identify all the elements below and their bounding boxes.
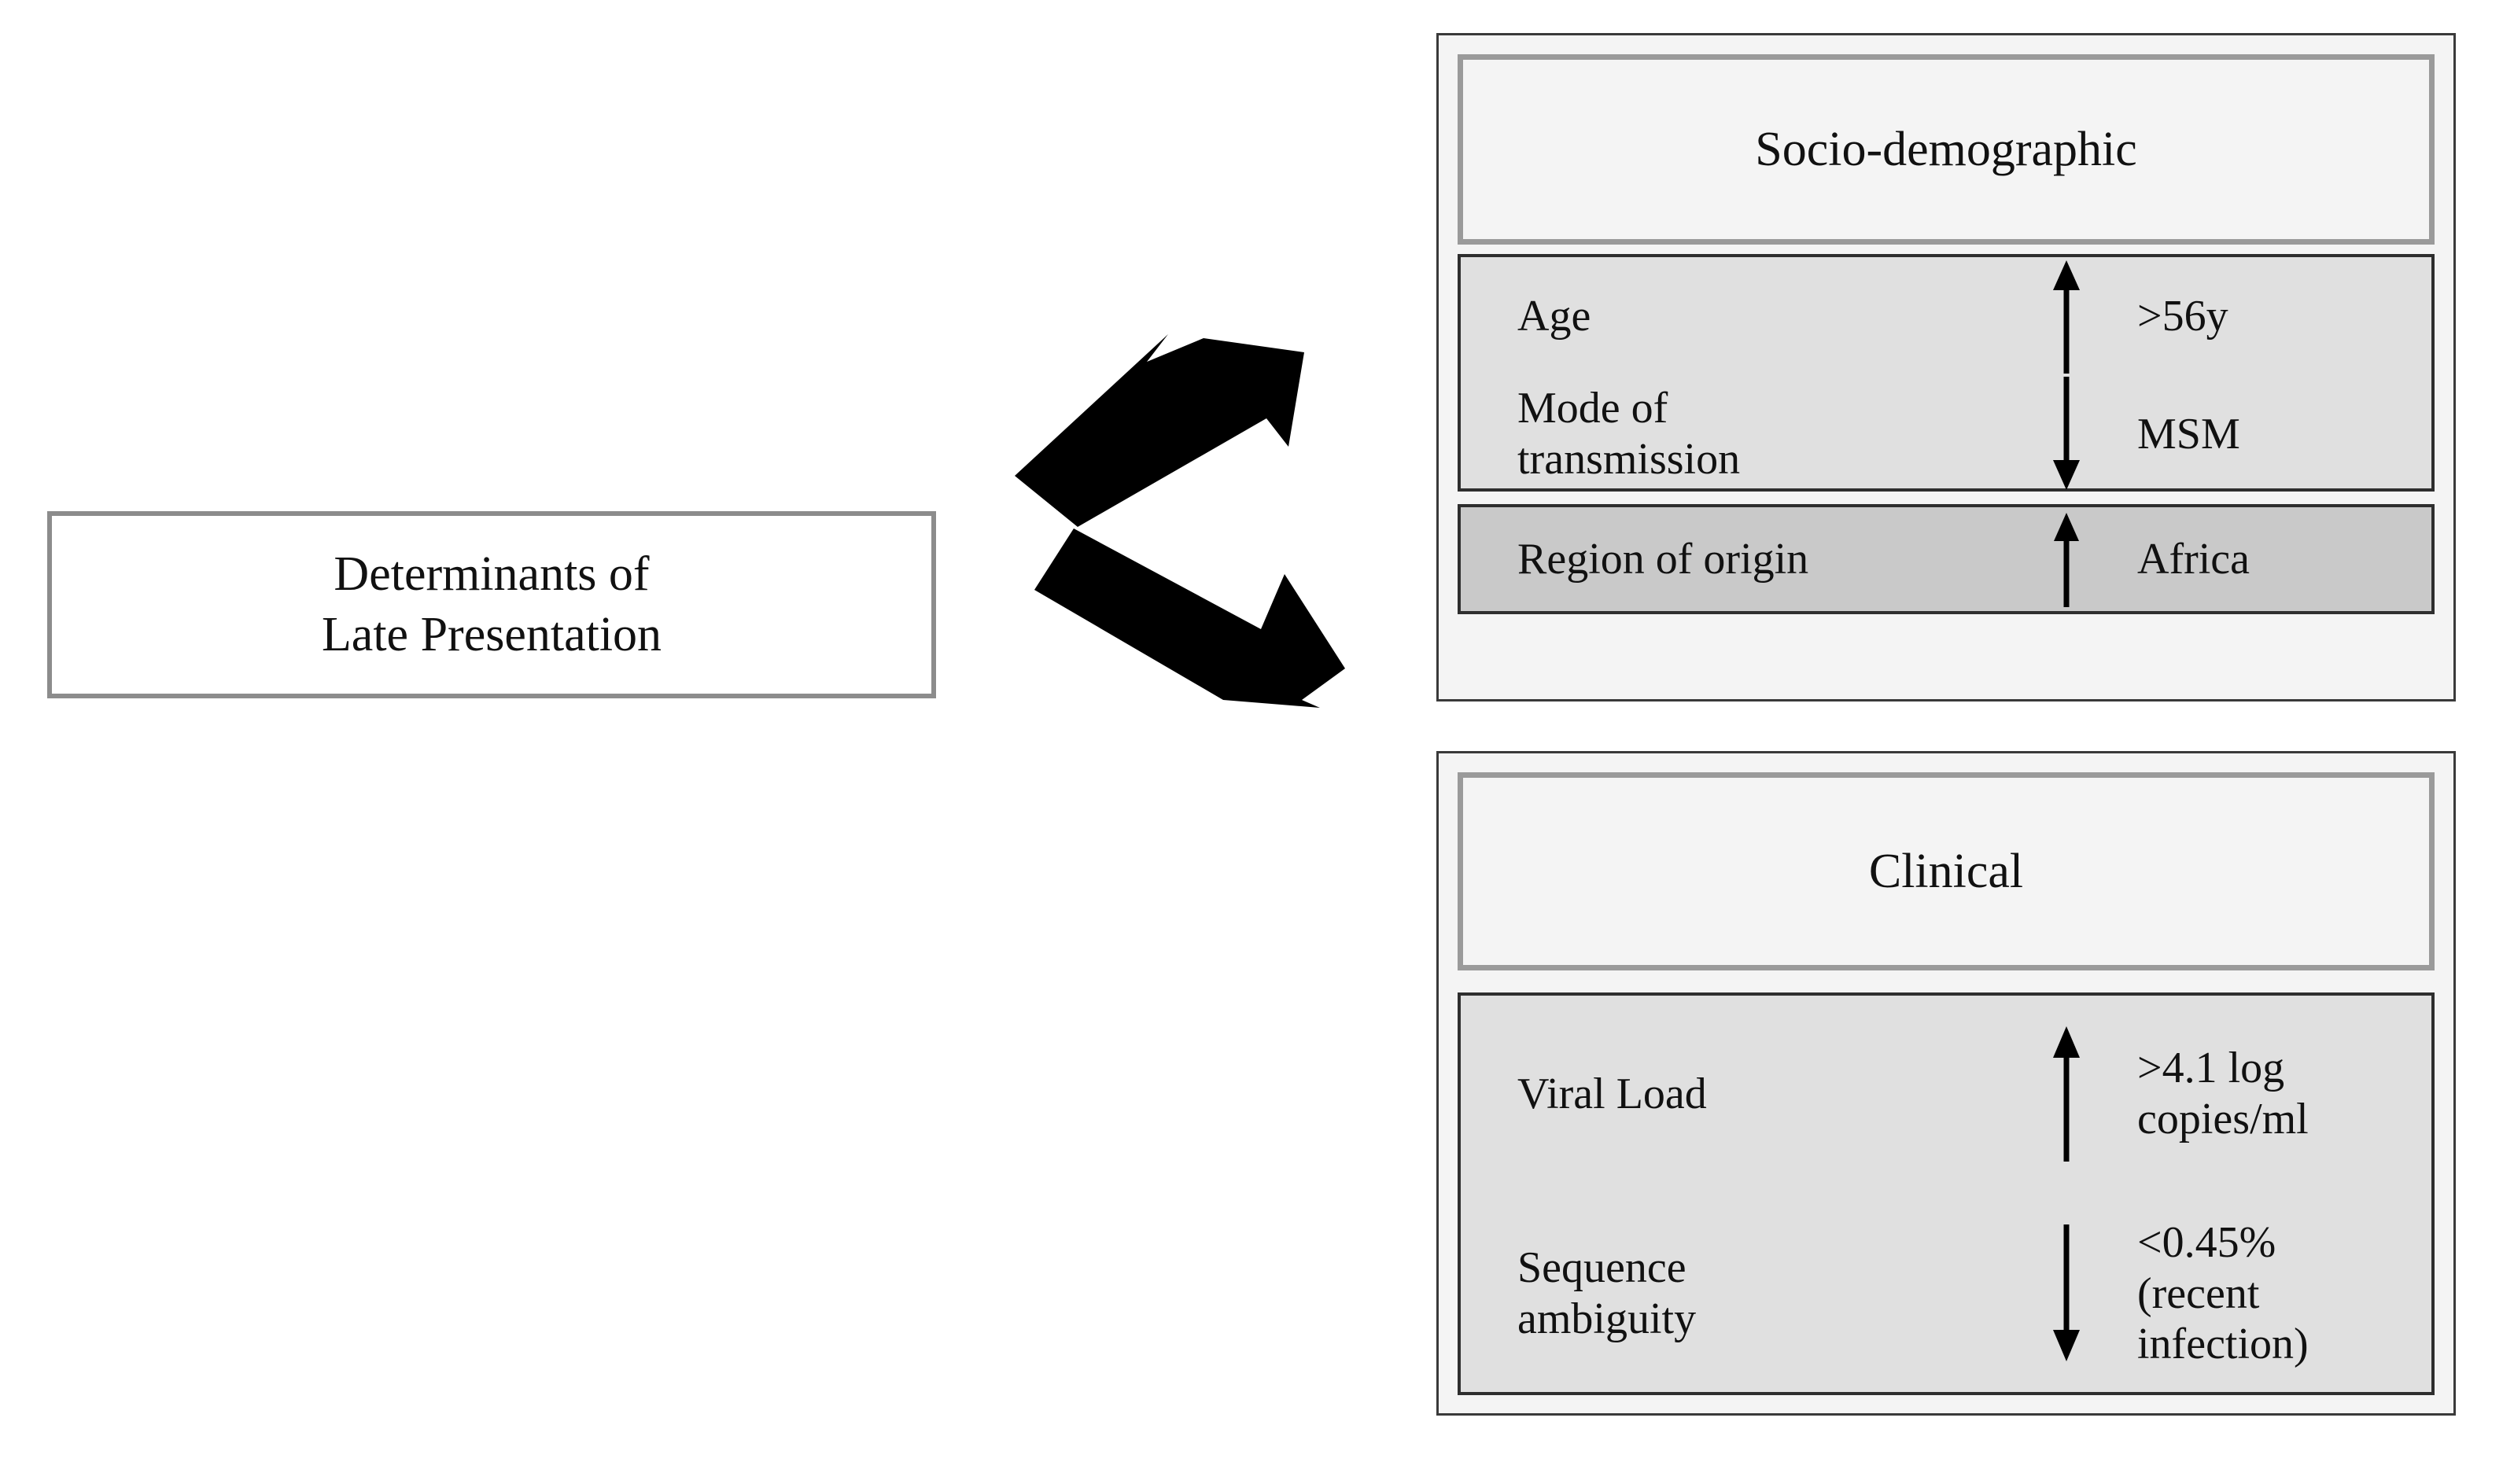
group-clinical-main: Viral Load >4.1 log copies/ml Sequence a… [1458, 992, 2435, 1395]
row-direction [2011, 510, 2121, 609]
row-value: MSM [2137, 409, 2240, 458]
panel-header-clinical: Clinical [1458, 772, 2435, 970]
arrow-down-right-icon [1034, 528, 1345, 708]
row-label: Mode of transmission [1517, 384, 1741, 484]
table-row: Viral Load >4.1 log copies/ml [1461, 996, 2431, 1192]
panel-socio-demographic: Socio-demographic Age >56y Mode of trans… [1436, 33, 2456, 701]
row-direction [2011, 1023, 2121, 1165]
arrow-up-icon [2053, 260, 2080, 374]
row-value: Africa [2137, 534, 2250, 584]
row-direction [2011, 375, 2121, 493]
row-value: >56y [2137, 291, 2228, 341]
row-value: >4.1 log copies/ml [2137, 1044, 2309, 1143]
arrow-down-icon [2053, 1224, 2080, 1361]
table-row: Region of origin Africa [1461, 507, 2431, 611]
row-direction [2011, 1223, 2121, 1364]
panel-header-label: Clinical [1868, 844, 2024, 898]
table-row: Sequence ambiguity <0.45% (recent infect… [1461, 1192, 2431, 1395]
group-socio-main: Age >56y Mode of transmission [1458, 254, 2435, 492]
table-row: Age >56y [1461, 257, 2431, 375]
panel-header-label: Socio-demographic [1755, 122, 2137, 176]
row-value: <0.45% (recent infection) [2137, 1217, 2309, 1369]
row-label: Age [1517, 291, 1591, 341]
row-label: Viral Load [1517, 1069, 1707, 1118]
row-label: Region of origin [1517, 534, 1809, 584]
arrow-up-icon [2053, 1026, 2080, 1162]
split-arrows-group [987, 315, 1380, 865]
table-row: Mode of transmission MSM [1461, 375, 2431, 493]
row-label: Sequence ambiguity [1517, 1243, 1697, 1343]
panel-clinical: Clinical Viral Load >4.1 log copies/ml S… [1436, 751, 2456, 1416]
row-direction [2011, 257, 2121, 375]
group-socio-region: Region of origin Africa [1458, 504, 2435, 614]
panel-header-socio-demographic: Socio-demographic [1458, 54, 2435, 245]
source-box: Determinants of Late Presentation [47, 511, 936, 698]
source-box-label: Determinants of Late Presentation [321, 547, 662, 662]
arrow-down-icon [2053, 377, 2080, 490]
arrow-up-icon [2054, 513, 2079, 607]
arrow-up-right-icon [1015, 334, 1304, 527]
